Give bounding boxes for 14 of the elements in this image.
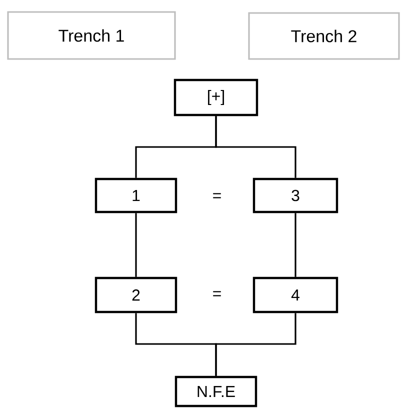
connector-line: [215, 116, 296, 178]
process-box: N.F.E: [174, 376, 258, 408]
process-box: 1: [94, 178, 178, 214]
process-box: 2: [94, 276, 178, 314]
equals-sign: =: [213, 193, 221, 198]
connector-line: [215, 313, 296, 376]
process-box: 4: [252, 276, 338, 314]
header-box: Trench 2: [248, 12, 400, 60]
process-box: [+]: [174, 78, 258, 116]
header-box: Trench 1: [7, 11, 176, 60]
connector-line: [135, 213, 137, 277]
equals-sign: =: [213, 291, 221, 296]
process-box: 3: [252, 178, 338, 214]
connector-line: [294, 213, 296, 277]
